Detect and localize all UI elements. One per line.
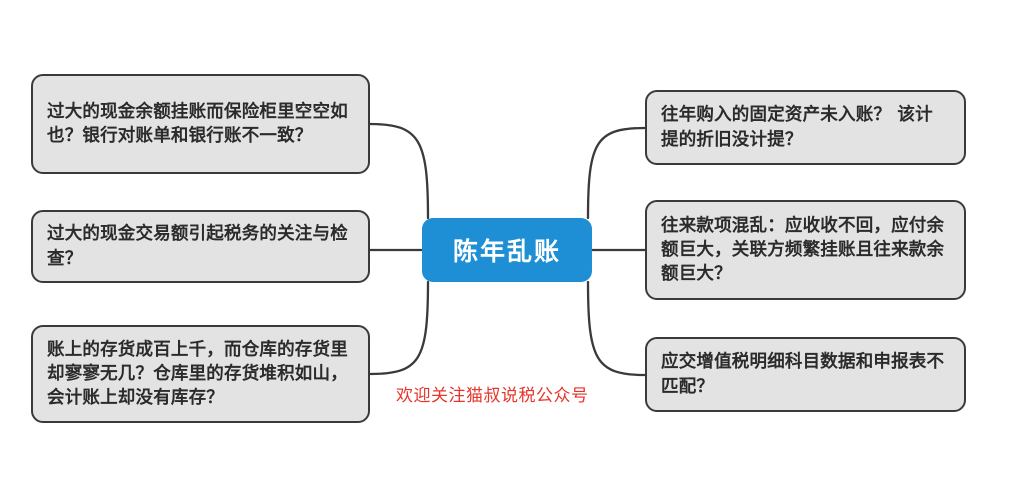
branch-right-2[interactable]: 往来款项混乱：应收收不回，应付余额巨大，关联方频繁挂账且往来款余额巨大？ — [645, 200, 966, 300]
branch-left-3-label: 账上的存货成百上千，而仓库的存货里却寥寥无几？仓库里的存货堆积如山，会计账上却没… — [47, 339, 348, 409]
branch-right-3[interactable]: 应交增值税明细科目数据和申报表不匹配？ — [645, 337, 966, 412]
connector-right-1 — [586, 126, 647, 220]
central-topic-label: 陈年乱账 — [452, 237, 561, 266]
branch-left-1-label: 过大的现金余额挂账而保险柜里空空如也？银行对账单和银行账不一致？ — [47, 101, 348, 146]
branch-left-2[interactable]: 过大的现金交易额引起税务的关注与检查？ — [31, 210, 370, 283]
branch-right-2-label: 往来款项混乱：应收收不回，应付余额巨大，关联方频繁挂账且往来款余额巨大？ — [661, 215, 945, 285]
branch-right-3-label: 应交增值税明细科目数据和申报表不匹配？ — [661, 352, 945, 397]
branch-right-1-label: 往年购入的固定资产未入账？ 该计提的折旧没计提？ — [661, 105, 933, 150]
watermark-text: 欢迎关注猫叔说税公众号 — [396, 386, 589, 406]
branch-right-1[interactable]: 往年购入的固定资产未入账？ 该计提的折旧没计提？ — [645, 90, 966, 165]
branch-left-1[interactable]: 过大的现金余额挂账而保险柜里空空如也？银行对账单和银行账不一致？ — [31, 74, 370, 174]
central-topic-node[interactable]: 陈年乱账 — [422, 218, 592, 282]
branch-left-2-label: 过大的现金交易额引起税务的关注与检查？ — [47, 224, 348, 269]
connector-right-3 — [586, 280, 647, 377]
connector-left-1 — [368, 122, 430, 220]
branch-left-3[interactable]: 账上的存货成百上千，而仓库的存货里却寥寥无几？仓库里的存货堆积如山，会计账上却没… — [31, 325, 370, 423]
connector-left-3 — [368, 280, 430, 376]
